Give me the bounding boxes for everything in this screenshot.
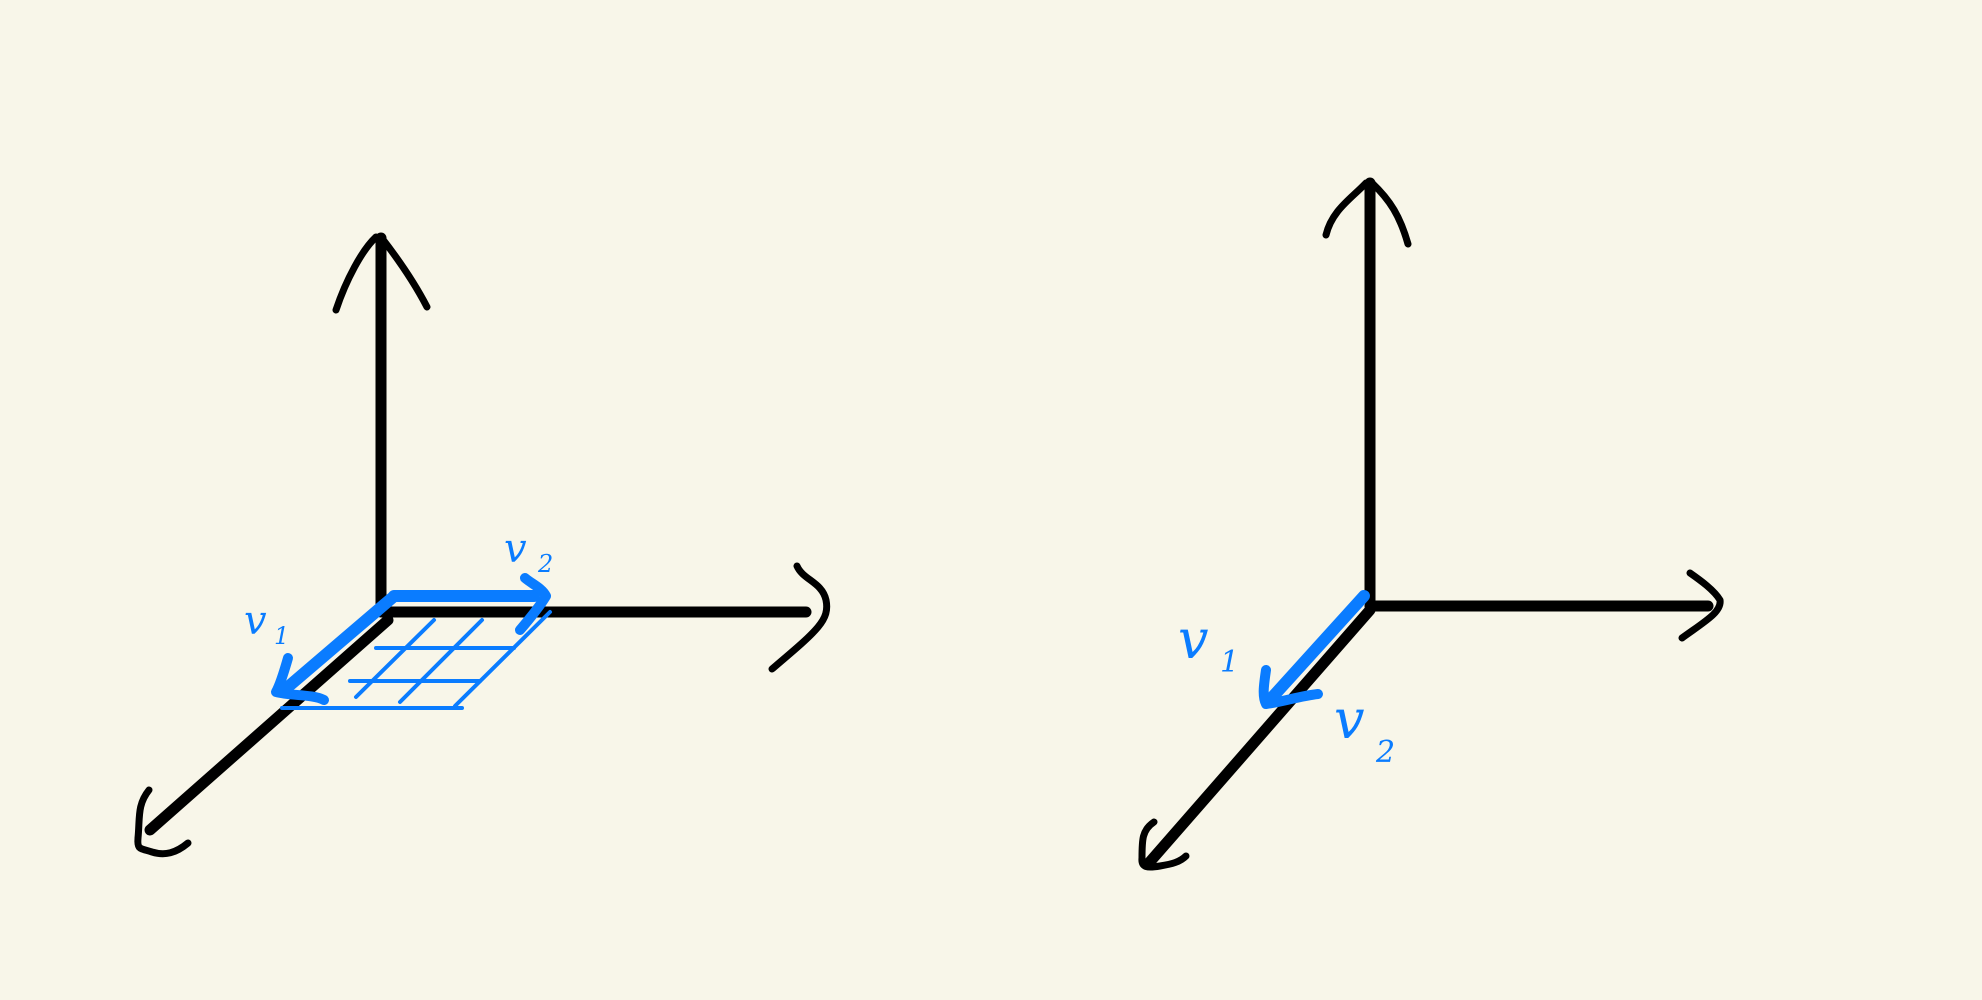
right-y-axis-arrowhead — [1138, 818, 1190, 871]
left-v1-subscript: 1 — [274, 622, 289, 650]
right-z-axis-arrowhead — [1322, 179, 1412, 248]
left-v1-arrowhead — [271, 653, 329, 705]
left-x-axis-arrowhead — [768, 562, 831, 673]
left-v2-subscript: 2 — [537, 550, 553, 578]
left-y-axis-arrowhead — [134, 786, 192, 858]
right-diagram: v 1 v 2 — [1138, 177, 1724, 871]
right-v2-subscript: 2 — [1375, 735, 1395, 770]
left-v2-label: v — [504, 526, 527, 572]
right-v1-label: v — [1178, 608, 1209, 671]
grid-line — [453, 610, 552, 708]
left-diagram: v 1 v 2 — [134, 232, 831, 858]
right-v1-vector — [1262, 590, 1370, 708]
right-x-axis-arrowhead — [1678, 569, 1724, 642]
right-v1-subscript: 1 — [1220, 645, 1239, 680]
left-v1-label: v — [244, 598, 267, 644]
left-v1-vector — [276, 592, 398, 698]
left-parallelogram-grid — [280, 610, 552, 710]
left-z-axis-arrowhead — [332, 233, 431, 314]
left-v2-arrowhead — [515, 573, 551, 635]
right-y-axis — [1142, 604, 1376, 870]
right-v1-arrowhead — [1258, 665, 1323, 709]
left-y-axis — [144, 614, 394, 836]
right-v2-label: v — [1334, 688, 1365, 751]
grid-line — [398, 618, 484, 704]
grid-line — [354, 618, 436, 699]
